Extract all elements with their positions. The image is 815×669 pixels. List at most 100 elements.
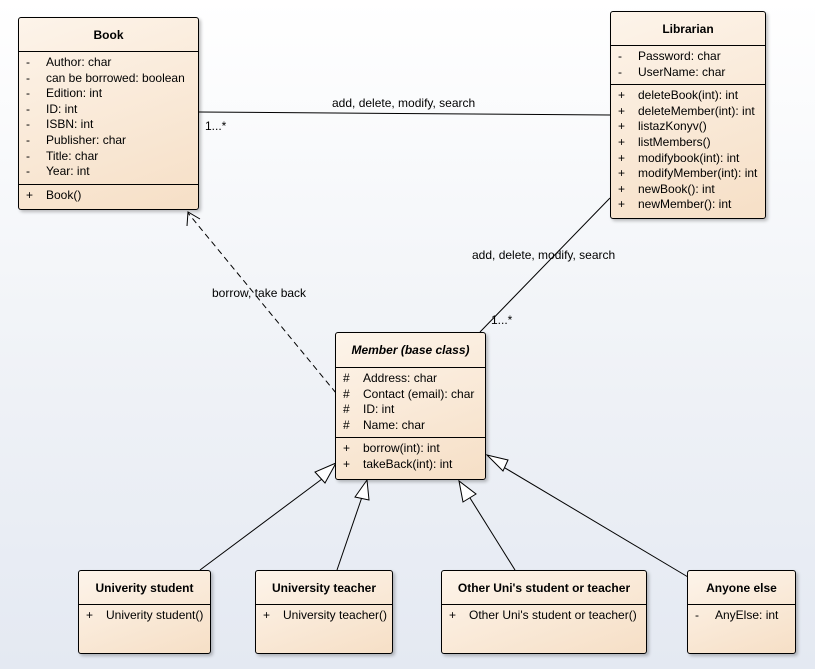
visibility-marker: + [618, 181, 626, 196]
class-name: Librarian [611, 12, 765, 46]
member-text: can be borrowed: boolean [46, 70, 185, 85]
member-row[interactable]: +listMembers() [611, 135, 765, 151]
member-book-label: borrow, take back [212, 286, 307, 300]
member-row[interactable]: - Title: char [19, 149, 198, 165]
visibility-marker: - [26, 148, 30, 163]
member-text: newBook(): int [638, 181, 715, 196]
class-name: Member (base class) [336, 333, 485, 368]
visibility-marker: # [343, 402, 350, 417]
visibility-marker: - [26, 164, 30, 179]
member-text: Univerity student() [106, 608, 204, 622]
book-librarian-label: add, delete, modify, search [332, 96, 476, 110]
member-row[interactable]: + listazKonyv() [611, 119, 765, 135]
member-row[interactable]: + newBook(): int [611, 182, 765, 198]
member-row[interactable]: -ISBN: int [19, 117, 198, 133]
attributes-section: -Author: char-can be borrowed: boolean-E… [19, 52, 198, 185]
member-row[interactable]: + Book() [19, 188, 198, 204]
generalization-arrowhead-univ-teacher [354, 478, 370, 501]
class-univerity-student[interactable]: Univerity student + Univerity student() [78, 570, 211, 654]
member-row[interactable]: +deleteMember(int): int [611, 104, 765, 120]
class-name: Anyone else [688, 571, 795, 605]
attributes-section: - AnyElse: int [688, 605, 795, 628]
member-text: Contact (email): char [363, 386, 475, 401]
member-text: listazKonyv() [638, 119, 707, 134]
attributes-section: #Address: char#Contact (email): char#ID:… [336, 368, 485, 439]
member-row[interactable]: - Password: char [611, 49, 765, 65]
member-row[interactable]: -Year: int [19, 164, 198, 180]
visibility-marker: - [618, 64, 622, 79]
member-row[interactable]: +deleteBook(int): int [611, 88, 765, 104]
member-text: Title: char [46, 148, 99, 163]
member-row[interactable]: + borrow(int): int [336, 441, 485, 457]
generalization-univ-student[interactable] [199, 475, 327, 571]
visibility-marker: - [26, 55, 30, 69]
class-name: Other Uni's student or teacher [442, 571, 646, 605]
visibility-marker: - [26, 86, 30, 101]
class-book[interactable]: Book -Author: char-can be borrowed: bool… [18, 17, 199, 210]
member-row[interactable]: -ID: int [19, 102, 198, 118]
member-row[interactable]: -Author: char [19, 55, 198, 71]
member-row[interactable]: + University teacher() [256, 608, 392, 624]
class-anyone-else[interactable]: Anyone else - AnyElse: int [687, 570, 796, 654]
visibility-marker: + [618, 150, 626, 165]
member-row[interactable]: + Univerity student() [79, 608, 210, 624]
member-row[interactable]: -UserName: char [611, 65, 765, 81]
operations-section: +Other Uni's student or teacher() [442, 605, 646, 628]
generalization-univ-teacher[interactable] [336, 496, 363, 571]
visibility-marker: + [343, 441, 351, 456]
generalization-arrowhead-other-uni [458, 479, 477, 503]
member-text: modifyMember(int): int [638, 166, 758, 181]
visibility-marker: - [695, 608, 699, 622]
association-book-librarian[interactable] [198, 111, 611, 116]
visibility-marker: # [343, 371, 350, 385]
member-text: takeBack(int): int [363, 456, 453, 471]
visibility-marker: + [263, 608, 271, 622]
class-name: Book [19, 18, 198, 52]
class-librarian[interactable]: Librarian - Password: char -UserName: char… [610, 11, 766, 219]
librarian-member-multiplicity: 1...* [491, 313, 513, 327]
member-row[interactable]: +modifyMember(int): int [611, 166, 765, 182]
visibility-marker: - [26, 70, 30, 85]
member-row[interactable]: # Contact (email): char [336, 387, 485, 403]
member-text: Book() [46, 187, 82, 202]
visibility-marker: - [618, 49, 622, 63]
member-text: modifybook(int): int [638, 150, 740, 165]
member-row[interactable]: - can be borrowed: boolean [19, 71, 198, 87]
member-text: AnyElse: int [715, 608, 779, 622]
member-row[interactable]: +Other Uni's student or teacher() [442, 608, 646, 624]
member-row[interactable]: -Edition: int [19, 86, 198, 102]
generalization-other-uni[interactable] [469, 497, 516, 571]
member-row[interactable]: +takeBack(int): int [336, 457, 485, 473]
visibility-marker: + [26, 187, 34, 202]
attributes-section: - Password: char -UserName: char [611, 46, 765, 86]
member-row[interactable]: #ID: int [336, 402, 485, 418]
member-text: Other Uni's student or teacher() [469, 608, 637, 622]
member-row[interactable]: #Address: char [336, 371, 485, 387]
class-member[interactable]: Member (base class) #Address: char#Conta… [335, 332, 486, 480]
book-librarian-multiplicity: 1...* [205, 119, 227, 133]
member-row[interactable]: #Name: char [336, 418, 485, 434]
operations-section: +deleteBook(int): int+deleteMember(int):… [611, 85, 765, 217]
member-row[interactable]: +newMember(): int [611, 197, 765, 213]
member-row[interactable]: + modifybook(int): int [611, 151, 765, 167]
member-row[interactable]: - AnyElse: int [688, 608, 795, 624]
member-text: Password: char [638, 49, 721, 63]
member-text: ISBN: int [46, 117, 94, 132]
dependency-member-book[interactable] [187, 212, 337, 394]
operations-section: + University teacher() [256, 605, 392, 628]
visibility-marker: # [343, 386, 350, 401]
visibility-marker: + [86, 608, 94, 622]
class-university-teacher[interactable]: University teacher +University teacher() [255, 570, 393, 654]
member-row[interactable]: -Publisher: char [19, 133, 198, 149]
librarian-member-label: add, delete, modify, search [472, 248, 616, 262]
association-librarian-member[interactable] [479, 197, 611, 333]
member-text: University teacher() [283, 608, 388, 622]
member-text: ID: int [46, 101, 78, 116]
generalization-anyone[interactable] [499, 464, 689, 578]
visibility-marker: + [618, 119, 626, 134]
member-text: borrow(int): int [363, 441, 440, 456]
member-text: deleteBook(int): int [638, 88, 739, 103]
class-other-uni-student-or-teacher[interactable]: Other Uni's student or teacher +Other Un… [441, 570, 647, 654]
generalization-arrowhead-anyone [485, 454, 509, 472]
class-name: Univerity student [79, 571, 210, 605]
